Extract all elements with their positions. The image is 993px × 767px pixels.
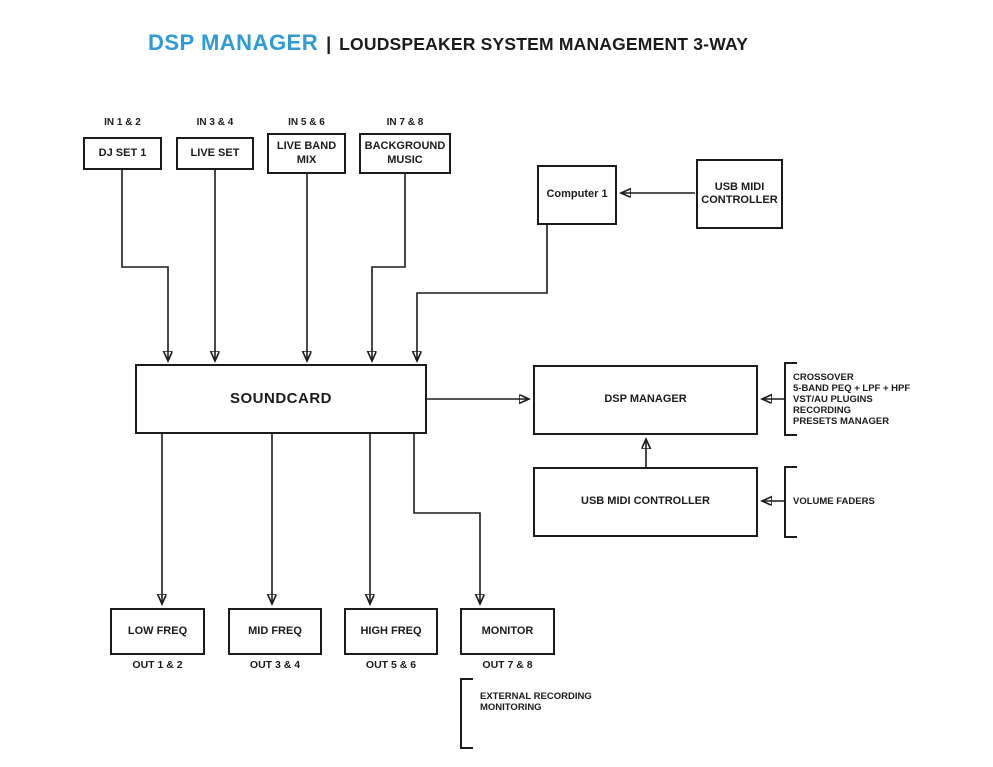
node-live-band-mix: LIVE BAND MIX bbox=[267, 133, 346, 174]
dsp-feature-list: CROSSOVER 5-BAND PEQ + LPF + HPF VST/AU … bbox=[793, 372, 910, 427]
dsp-feature-item: PRESETS MANAGER bbox=[793, 416, 890, 427]
bracket-volume-faders bbox=[784, 466, 797, 538]
node-usb-midi-controller-top: USB MIDI CONTROLLER bbox=[696, 159, 783, 229]
page-title: DSP MANAGER | LOUDSPEAKER SYSTEM MANAGEM… bbox=[148, 30, 748, 56]
arrow-in1-to-soundcard bbox=[121, 170, 168, 361]
monitoring-line: MONITORING bbox=[480, 702, 542, 713]
node-usb-midi-controller-bottom: USB MIDI CONTROLLER bbox=[533, 467, 758, 537]
port-label-out-1-2: OUT 1 & 2 bbox=[132, 659, 183, 671]
external-recording-line: EXTERNAL RECORDING bbox=[480, 691, 592, 702]
arrow-in4-to-soundcard bbox=[372, 174, 406, 361]
arrow-computer-to-soundcard bbox=[417, 225, 548, 361]
port-label-out-3-4: OUT 3 & 4 bbox=[249, 659, 301, 671]
port-label-in-7-8: IN 7 & 8 bbox=[386, 117, 424, 128]
node-dsp-manager: DSP MANAGER bbox=[533, 365, 758, 435]
node-soundcard: SOUNDCARD bbox=[135, 364, 427, 434]
node-high-freq: HIGH FREQ bbox=[344, 608, 438, 655]
node-low-freq: LOW FREQ bbox=[110, 608, 205, 655]
dsp-feature-item: 5-BAND PEQ + LPF + HPF bbox=[793, 383, 911, 394]
node-background-music: BACKGROUND MUSIC bbox=[359, 133, 451, 174]
title-subtitle: LOUDSPEAKER SYSTEM MANAGEMENT 3-WAY bbox=[339, 34, 749, 54]
node-computer-1: Computer 1 bbox=[537, 165, 617, 225]
dsp-feature-item: VST/AU PLUGINS bbox=[793, 394, 873, 405]
arrow-soundcard-to-monitor bbox=[413, 434, 480, 604]
port-label-in-5-6: IN 5 & 6 bbox=[288, 117, 325, 128]
port-label-in-1-2: IN 1 & 2 bbox=[104, 117, 141, 128]
node-live-set: LIVE SET bbox=[176, 137, 254, 170]
volume-faders-note: VOLUME FADERS bbox=[793, 496, 875, 507]
port-label-in-3-4: IN 3 & 4 bbox=[196, 117, 234, 128]
title-brand: DSP MANAGER bbox=[148, 30, 319, 55]
node-monitor: MONITOR bbox=[460, 608, 555, 655]
title-separator: | bbox=[326, 34, 332, 54]
port-label-out-5-6: OUT 5 & 6 bbox=[365, 659, 417, 671]
bracket-external-recording bbox=[460, 678, 473, 749]
bracket-dsp-features bbox=[784, 362, 797, 436]
external-recording-note: EXTERNAL RECORDING MONITORING bbox=[480, 691, 592, 713]
dsp-feature-item: RECORDING bbox=[793, 405, 852, 416]
port-label-out-7-8: OUT 7 & 8 bbox=[482, 659, 533, 671]
node-mid-freq: MID FREQ bbox=[228, 608, 322, 655]
dsp-feature-item: CROSSOVER bbox=[793, 372, 854, 383]
node-dj-set-1: DJ SET 1 bbox=[83, 137, 162, 170]
